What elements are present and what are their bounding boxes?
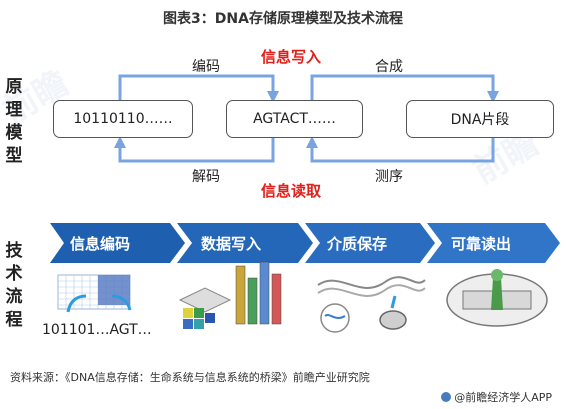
model-side-label: 原 理 模 型 xyxy=(5,77,23,166)
encode-label: 编码 xyxy=(192,59,220,75)
chevron-step-4 xyxy=(427,223,560,263)
decode-label: 解码 xyxy=(192,169,220,185)
brand-mark: @前瞻经济学人APP xyxy=(441,389,552,405)
chevron-step-3 xyxy=(305,223,435,263)
process-chevrons xyxy=(50,223,560,263)
info-read-label: 信息读取 xyxy=(261,182,322,200)
encode-arrow xyxy=(118,74,279,103)
step-label-encode: 信息编码 xyxy=(70,235,131,253)
step-label-write: 数据写入 xyxy=(201,235,262,253)
synthesize-arrow xyxy=(310,74,499,103)
step-label-read: 可靠读出 xyxy=(451,235,512,253)
source-note: 资料来源：《DNA信息存储：生命系统与信息系统的桥梁》前瞻产业研究院 xyxy=(10,371,370,384)
encode-grid-illustration xyxy=(57,274,132,313)
encode-caption: 101101…AGT… xyxy=(42,322,152,338)
chevron-step-1 xyxy=(50,223,185,263)
info-write-label: 信息写入 xyxy=(261,48,322,66)
sequencing-arrow xyxy=(306,136,495,163)
synthesize-label: 合成 xyxy=(375,59,403,75)
dna-sequence-box: AGTACT…… xyxy=(226,100,363,138)
tech-side-label: 技 术 流 程 xyxy=(5,241,23,330)
decode-arrow xyxy=(114,136,275,163)
write-illustration xyxy=(178,261,282,329)
sequencing-label: 测序 xyxy=(375,169,403,185)
storage-illustration xyxy=(317,276,426,333)
step-label-store: 介质保存 xyxy=(327,235,388,253)
brand-text: @前瞻经济学人APP xyxy=(454,391,552,404)
brand-logo-icon xyxy=(441,392,452,402)
read-illustration xyxy=(446,269,548,327)
binary-data-box: 10110110…… xyxy=(53,100,193,138)
chart-title: 图表3：DNA存储原理模型及技术流程 xyxy=(163,11,403,27)
dna-fragment-box: DNA片段 xyxy=(406,100,554,138)
chevron-step-2 xyxy=(177,223,313,263)
